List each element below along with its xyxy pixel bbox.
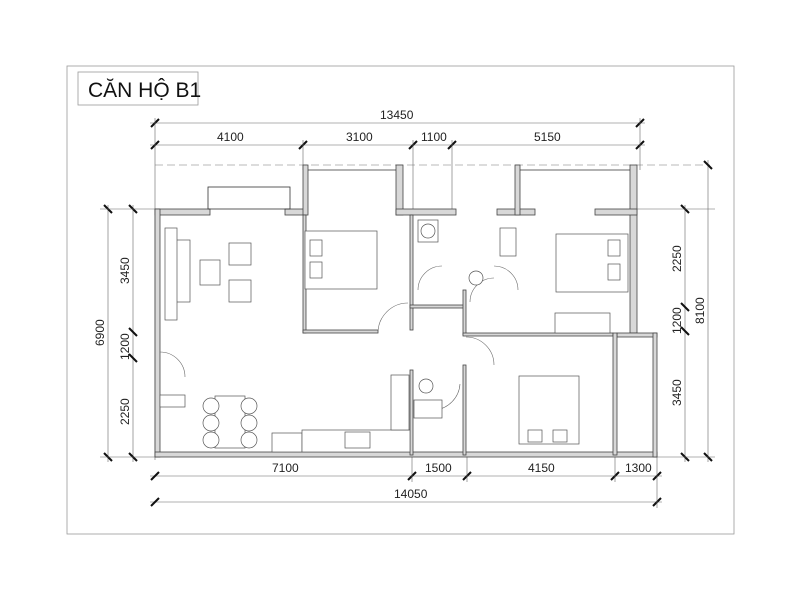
coffee-table [199,259,221,286]
dim-left-2: 1200 [118,333,132,360]
top-dimensions: 13450 4100 3100 1100 5150 [150,108,710,460]
dim-top-4: 5150 [534,130,561,144]
dim-bottom-total: 14050 [394,487,428,501]
dim-left-3: 2250 [118,398,132,425]
dining-table [214,395,246,449]
plan-title: CĂN HỘ B1 [88,79,201,102]
stove [390,374,410,431]
furniture [159,219,629,453]
left-dimensions: 6900 3450 1200 2250 [93,204,160,462]
dim-bottom-3: 4150 [528,461,555,475]
walls [154,164,658,458]
dim-left-1: 3450 [118,257,132,284]
dim-right-2: 1200 [670,307,684,334]
right-dimensions: 2250 1200 3450 8100 [630,160,715,462]
toilet [413,399,443,419]
dim-right-3: 3450 [670,379,684,406]
sink [344,431,371,449]
dim-top-3: 1100 [421,130,447,144]
dim-top-total: 13450 [380,108,414,122]
dim-bottom-1: 7100 [272,461,299,475]
dim-left-total: 6900 [93,319,107,346]
toilet [499,227,517,257]
dim-right-1: 2250 [670,245,684,272]
title-box: CĂN HỘ B1 [77,71,201,106]
dim-top-1: 4100 [217,130,244,144]
dim-bottom-2: 1500 [425,461,452,475]
dim-top-2: 3100 [346,130,373,144]
dim-right-total: 8100 [693,297,707,324]
washbasin [468,270,484,286]
dim-bottom-4: 1300 [625,461,652,475]
drawing-frame [66,65,735,535]
